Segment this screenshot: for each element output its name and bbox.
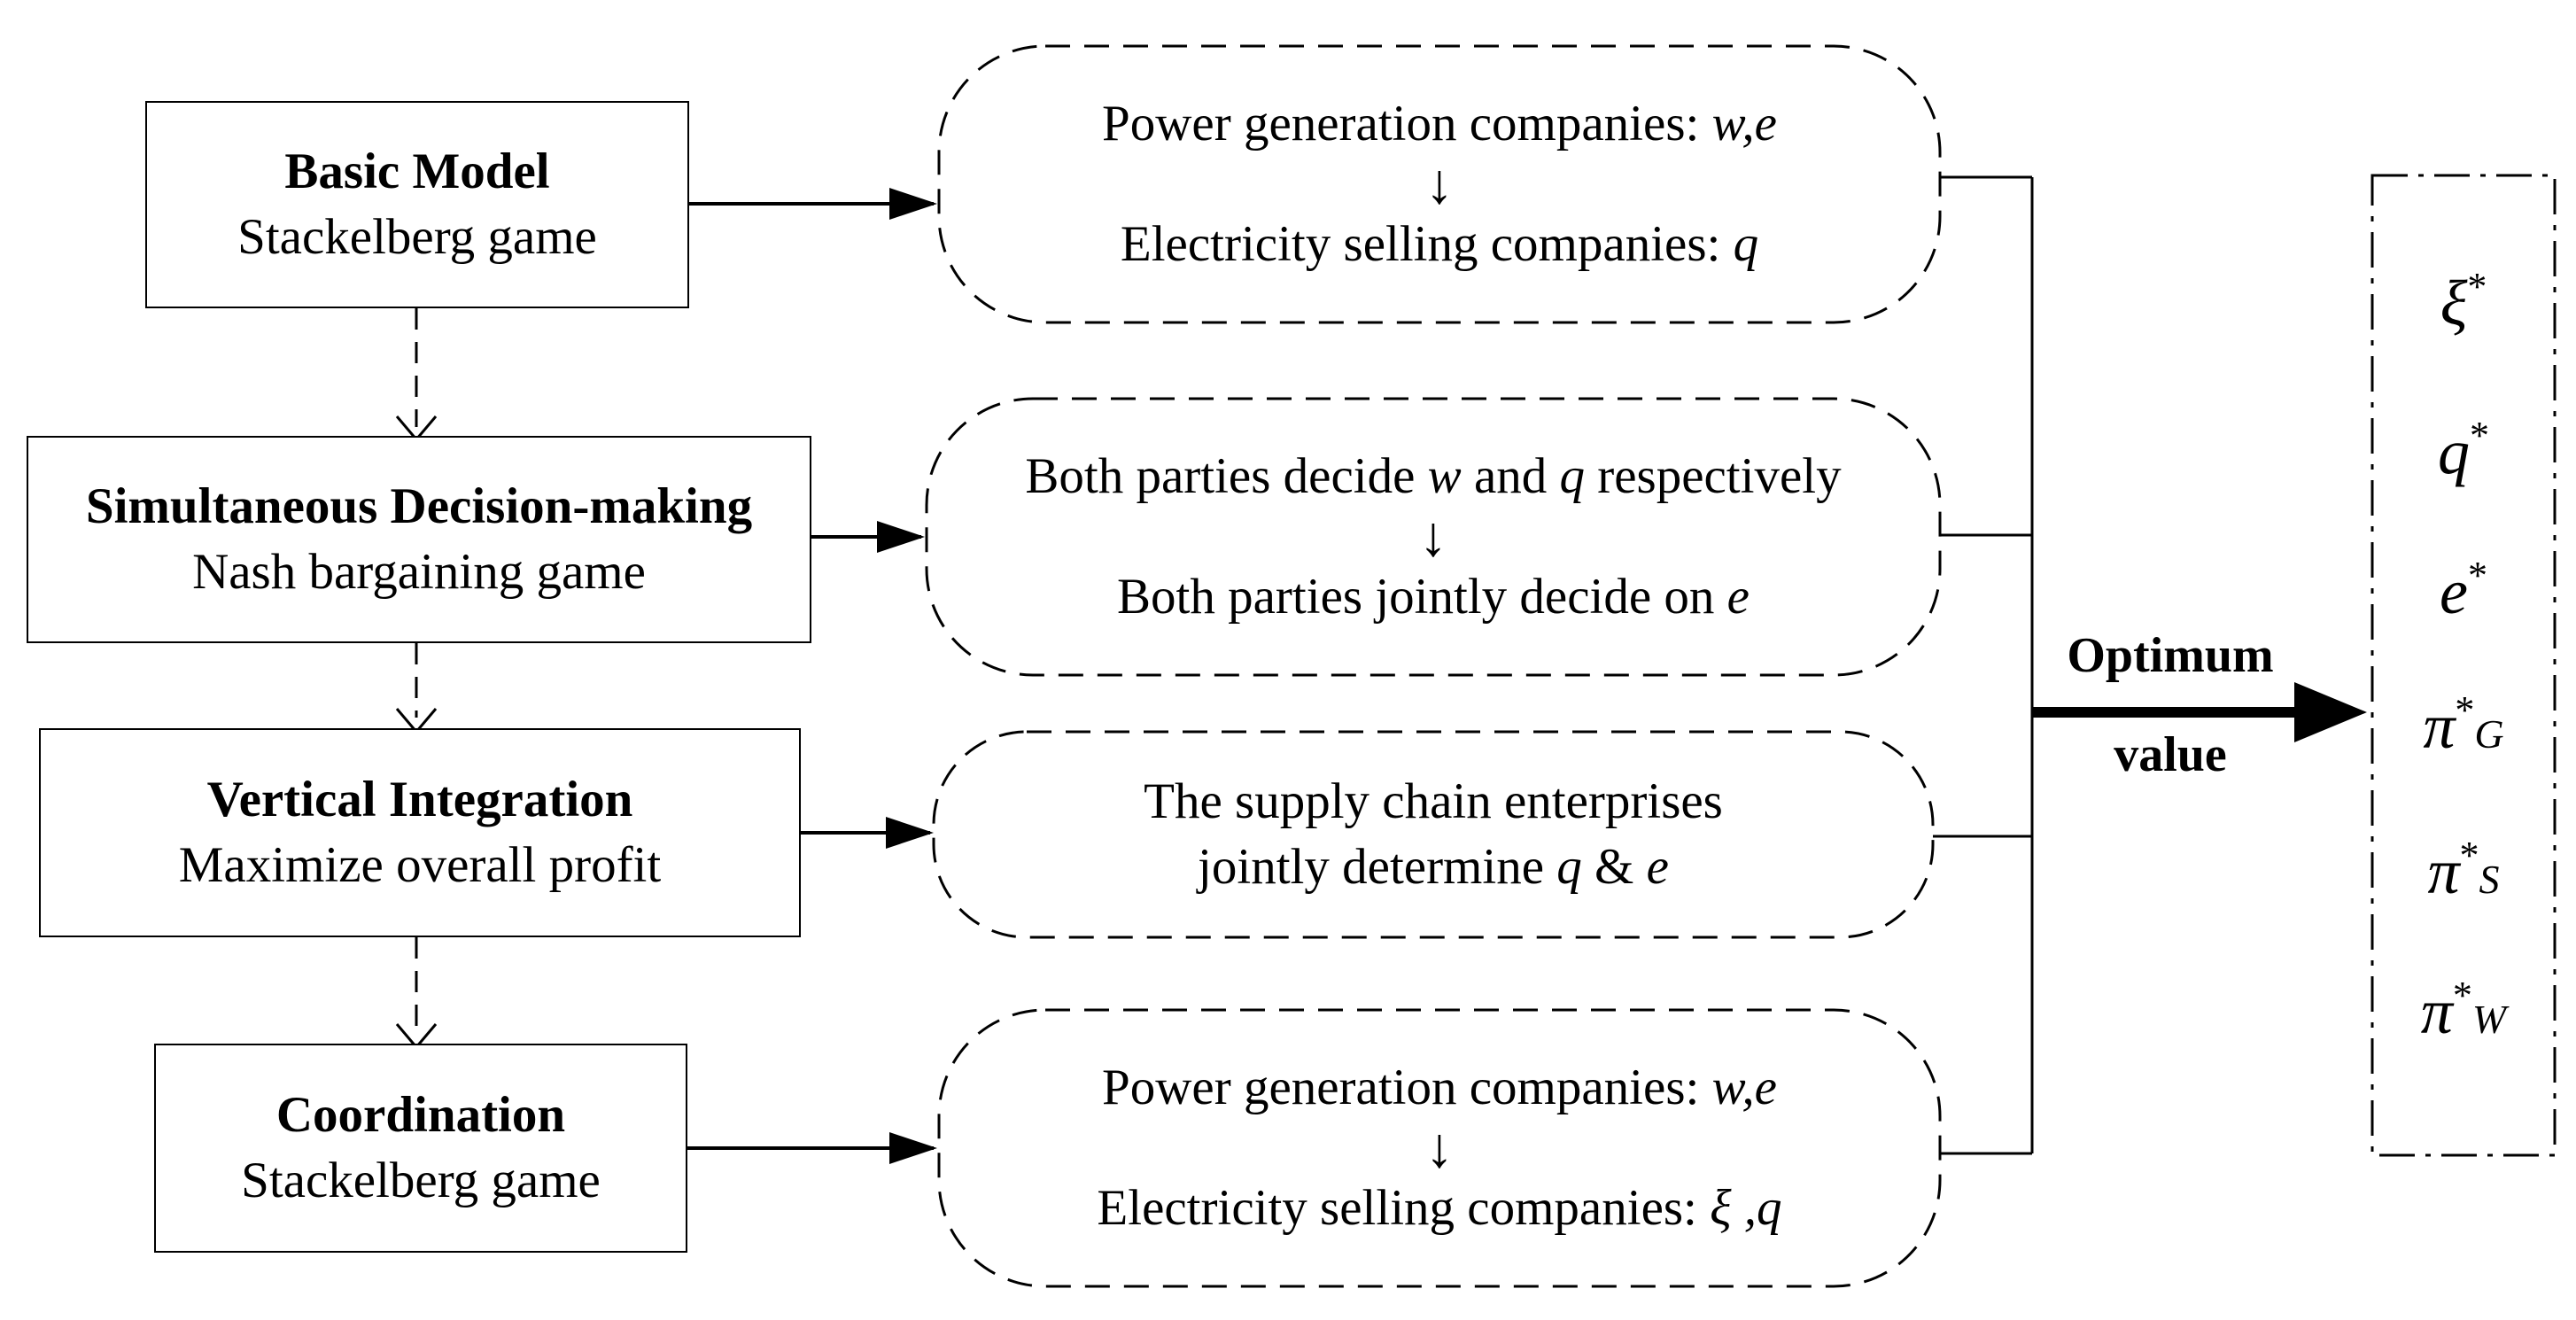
result-pi-g: π*G [2372, 687, 2555, 764]
arrowhead-simultaneous [877, 521, 925, 553]
decision-bottom-vars: e [1726, 569, 1750, 625]
result-symbol: ξ [2440, 268, 2468, 338]
result-symbol: π [2420, 976, 2453, 1047]
model-box-simultaneous: Simultaneous Decision-making Nash bargai… [27, 436, 811, 643]
decision-bottom-text: Electricity selling companies: [1097, 1180, 1711, 1236]
result-sup: * [2467, 265, 2487, 308]
model-box-basic: Basic Model Stackelberg game [145, 101, 689, 308]
decision-pill-basic: Power generation companies: w,e ↓ Electr… [939, 46, 1940, 322]
model-title: Vertical Integration [206, 772, 633, 827]
down-arrow-icon: ↓ [1419, 505, 1447, 568]
decision-line2-var2: e [1646, 839, 1669, 895]
decision-bottom-text: Electricity selling companies: [1120, 216, 1734, 272]
decision-top-var1: w [1427, 448, 1462, 504]
result-sub: S [2479, 857, 2500, 902]
result-sup: * [2455, 688, 2475, 732]
result-box-outline [2370, 174, 2557, 1157]
decision-line1: The supply chain enterprises [1144, 773, 1723, 829]
result-sup: * [2459, 834, 2479, 877]
result-sub: G [2474, 711, 2504, 757]
decision-line2-text: jointly determine [1198, 839, 1557, 895]
decision-top-mid: and [1461, 448, 1560, 504]
result-symbol: π [2427, 836, 2460, 907]
model-title: Simultaneous Decision-making [85, 478, 753, 534]
decision-bottom: Both parties jointly decide on e [1117, 564, 1750, 630]
decision-pill-coordination: Power generation companies: w,e ↓ Electr… [939, 1010, 1940, 1286]
result-e: e* [2372, 553, 2555, 629]
result-symbol: π [2423, 691, 2456, 762]
optimum-label-line2: value [2114, 727, 2227, 782]
decision-top-var2: q [1559, 448, 1586, 504]
decision-top-text: Power generation companies: [1102, 1060, 1712, 1115]
decision-line2-mid: & [1581, 839, 1647, 895]
decision-top-text: Power generation companies: [1102, 96, 1712, 151]
decision-pill-simultaneous: Both parties decide w and q respectively… [927, 399, 1940, 675]
model-box-integration: Vertical Integration Maximize overall pr… [39, 728, 801, 937]
model-title: Coordination [275, 1087, 566, 1143]
decision-top: Power generation companies: w,e [1102, 91, 1777, 157]
model-subtitle: Stackelberg game [241, 1153, 601, 1208]
result-box: ξ* q* e* π*G π*S π*W [2372, 175, 2555, 1155]
decision-bottom-text: Both parties jointly decide on [1117, 569, 1727, 625]
result-pi-w: π*W [2372, 973, 2555, 1049]
result-sup: * [2452, 974, 2472, 1017]
arrowhead-optimum [2294, 682, 2367, 742]
arrowhead-coordination [889, 1132, 937, 1164]
result-sup: * [2470, 414, 2489, 457]
result-xi: ξ* [2372, 264, 2555, 340]
decision-bottom: Electricity selling companies: q [1121, 212, 1758, 277]
model-subtitle: Nash bargaining game [192, 544, 646, 600]
decision-top-vars: w,e [1711, 96, 1777, 151]
arrowhead-basic [889, 188, 937, 220]
decision-top-post: respectively [1585, 448, 1842, 504]
decision-pill-integration: The supply chain enterprises jointly det… [934, 732, 1933, 937]
model-subtitle: Stackelberg game [237, 209, 597, 265]
decision-top: Both parties decide w and q respectively [1025, 444, 1841, 509]
decision-line2: jointly determine q & e [1198, 835, 1669, 900]
result-sub: W [2471, 997, 2507, 1042]
decision-pill-integration-outline [932, 730, 1935, 939]
down-arrow-icon: ↓ [1425, 152, 1454, 215]
decision-top-vars: w,e [1711, 1060, 1777, 1115]
model-title: Basic Model [284, 144, 550, 199]
decision-pill-coordination-outline [937, 1008, 1942, 1288]
decision-bottom-vars: ξ ,q [1710, 1180, 1782, 1236]
decision-pill-simultaneous-outline [925, 397, 1942, 677]
decision-top: Power generation companies: w,e [1102, 1055, 1777, 1121]
decision-bottom-vars: q [1733, 216, 1759, 272]
down-arrow-icon: ↓ [1425, 1116, 1454, 1179]
arrowhead-integration [886, 817, 934, 849]
model-subtitle: Maximize overall profit [178, 837, 662, 893]
result-q: q* [2372, 413, 2555, 489]
model-box-coordination: Coordination Stackelberg game [154, 1044, 687, 1253]
optimum-label-line1: Optimum [2067, 628, 2274, 683]
result-symbol: q [2438, 416, 2470, 487]
decision-bottom: Electricity selling companies: ξ ,q [1097, 1176, 1781, 1241]
result-symbol: e [2440, 556, 2468, 627]
result-sup: * [2467, 554, 2487, 597]
result-pi-s: π*S [2372, 833, 2555, 909]
decision-line2-var1: q [1556, 839, 1582, 895]
decision-pill-basic-outline [937, 44, 1942, 324]
decision-top-pre: Both parties decide [1025, 448, 1428, 504]
